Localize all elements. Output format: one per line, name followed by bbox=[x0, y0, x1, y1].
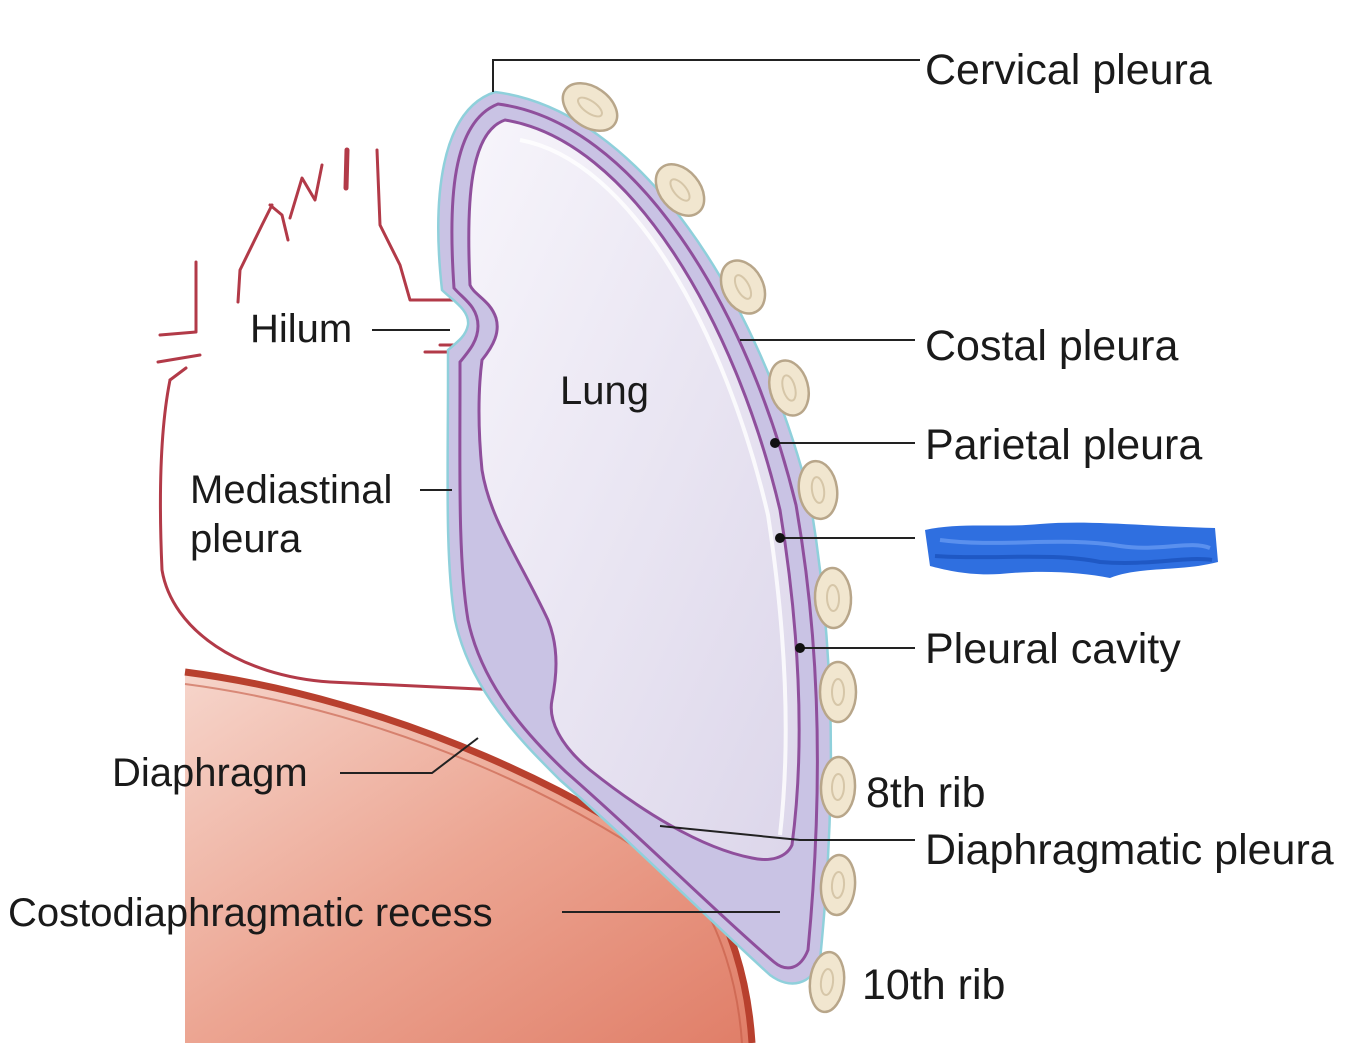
rib-3-icon bbox=[719, 259, 767, 315]
leader-lines bbox=[340, 59, 920, 913]
label-8th-rib: 8th rib bbox=[866, 769, 986, 817]
rib-8-icon bbox=[819, 755, 857, 819]
leader-diaphragmatic-pleura bbox=[659, 825, 915, 841]
rib-4-icon bbox=[768, 359, 810, 417]
label-pleural-cavity: Pleural cavity bbox=[925, 625, 1181, 673]
lung-highlight bbox=[519, 138, 788, 836]
rib-9-icon bbox=[819, 853, 857, 917]
label-mediastinal-pleura-line1: Mediastinal bbox=[190, 468, 392, 512]
redaction-scribble bbox=[925, 522, 1218, 578]
rib-7-icon bbox=[818, 660, 858, 724]
rib-2-icon bbox=[654, 163, 706, 217]
ribs bbox=[561, 81, 858, 1014]
rib-10-icon bbox=[808, 950, 846, 1014]
label-diaphragmatic-pleura: Diaphragmatic pleura bbox=[925, 826, 1334, 874]
label-hilum: Hilum bbox=[250, 307, 352, 351]
parietal-pleura-line bbox=[450, 102, 819, 970]
rib-6-icon bbox=[813, 566, 853, 630]
leader-diaphragm bbox=[340, 737, 479, 774]
rib-1-icon bbox=[561, 81, 619, 133]
label-cervical-pleura: Cervical pleura bbox=[925, 46, 1212, 94]
leader-cervical-pleura bbox=[492, 59, 920, 92]
label-parietal-pleura: Parietal pleura bbox=[925, 421, 1202, 469]
label-mediastinal-pleura-line2: pleura bbox=[190, 517, 302, 561]
rib-5-icon bbox=[797, 459, 839, 521]
label-diaphragm: Diaphragm bbox=[112, 751, 308, 795]
label-lung: Lung bbox=[560, 369, 649, 413]
mediastinum-vessels bbox=[156, 147, 504, 692]
label-10th-rib: 10th rib bbox=[862, 961, 1005, 1009]
label-costodiaphragmatic-recess: Costodiaphragmatic recess bbox=[8, 891, 493, 935]
lung-shape bbox=[467, 118, 801, 861]
label-costal-pleura: Costal pleura bbox=[925, 322, 1178, 370]
